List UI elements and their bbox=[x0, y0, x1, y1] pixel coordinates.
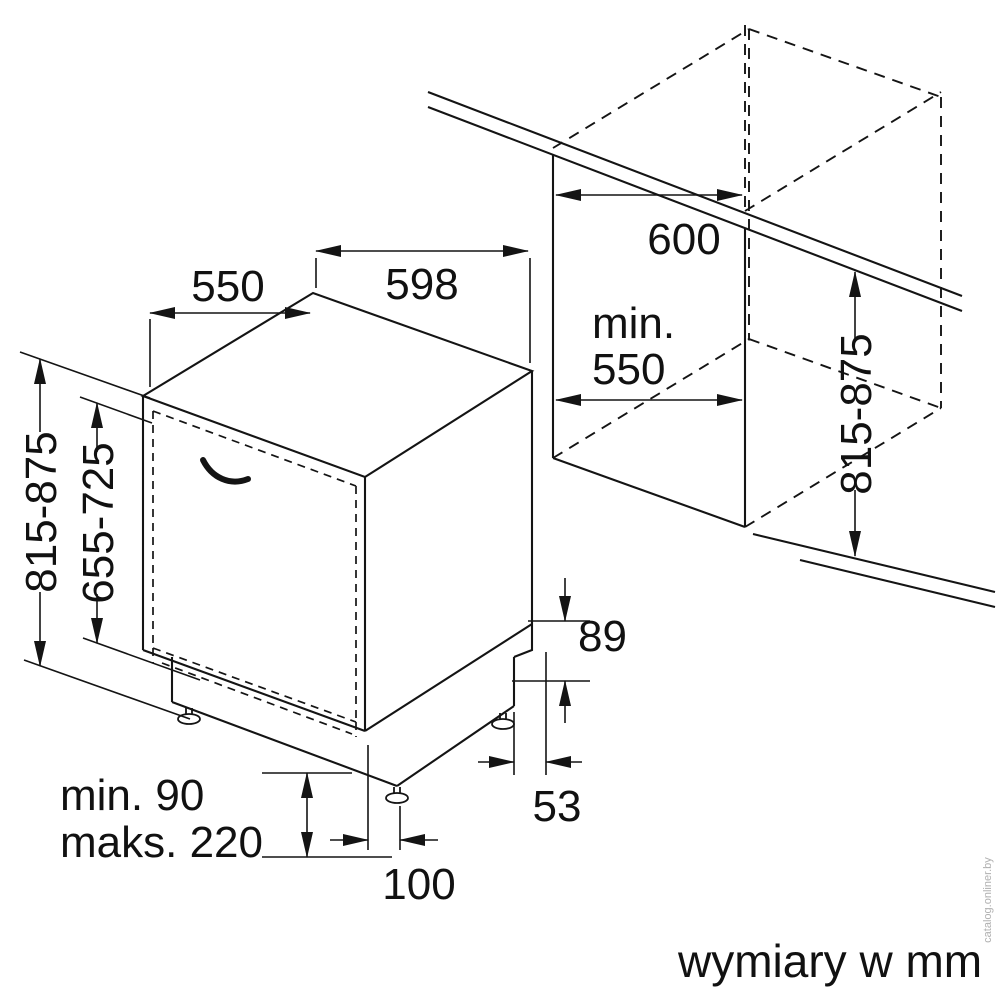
dim-plinth: min. 90 maks. 220 bbox=[60, 771, 392, 867]
dim-rear-step: 89 bbox=[512, 578, 627, 723]
dim-front-foot: 100 bbox=[330, 745, 456, 909]
dim-top-depth-label: 550 bbox=[191, 262, 264, 311]
dishwasher-outline bbox=[140, 291, 535, 732]
front-foot-base bbox=[385, 792, 409, 804]
foot-stems bbox=[185, 708, 507, 794]
dim-niche-depth: min. 550 bbox=[555, 299, 743, 406]
dim-top-depth: 550 bbox=[149, 262, 311, 387]
dim-rear-foot: 53 bbox=[478, 652, 582, 831]
dim-niche-depth-value-label: 550 bbox=[592, 345, 665, 394]
dim-niche-width-label: 600 bbox=[647, 215, 720, 264]
door-panel-dashed bbox=[152, 410, 357, 737]
dim-height-left: 815-875 bbox=[17, 351, 191, 720]
niche-hidden-edges bbox=[552, 25, 942, 528]
dim-niche-width: 600 bbox=[555, 189, 743, 264]
niche-drawing bbox=[427, 25, 996, 609]
dishwasher-drawing bbox=[140, 291, 535, 804]
dim-height-left-label: 815-875 bbox=[17, 431, 66, 592]
floor-edge-lines bbox=[752, 532, 996, 609]
dim-front-foot-label: 100 bbox=[382, 860, 455, 909]
dim-plinth-extensions bbox=[262, 772, 392, 858]
dim-niche-depth-min-label: min. bbox=[592, 299, 675, 348]
base-outline bbox=[170, 624, 534, 787]
watermark-text: catalog.onliner.by bbox=[982, 857, 994, 943]
dim-width-extensions bbox=[315, 258, 531, 363]
dim-width: 598 bbox=[315, 245, 531, 363]
dim-front-panel-extensions bbox=[79, 396, 201, 681]
dim-plinth-min-label: min. 90 bbox=[60, 771, 204, 820]
worktop-edge-lines bbox=[427, 91, 963, 312]
dim-rear-foot-extensions bbox=[513, 652, 547, 775]
dim-rear-foot-label: 53 bbox=[533, 782, 582, 831]
units-note: wymiary w mm bbox=[677, 935, 982, 987]
dim-plinth-max-label: maks. 220 bbox=[60, 818, 263, 867]
right-foot-base bbox=[491, 718, 515, 730]
dim-niche-height: 815-875 bbox=[832, 271, 881, 557]
niche-front-edges bbox=[551, 155, 747, 528]
dim-front-panel: 655-725 bbox=[74, 396, 201, 681]
dim-width-label: 598 bbox=[385, 260, 458, 309]
door-handle bbox=[200, 457, 251, 485]
dim-niche-height-label: 815-875 bbox=[832, 333, 881, 494]
dim-front-panel-label: 655-725 bbox=[74, 442, 123, 603]
dim-rear-step-label: 89 bbox=[578, 612, 627, 661]
